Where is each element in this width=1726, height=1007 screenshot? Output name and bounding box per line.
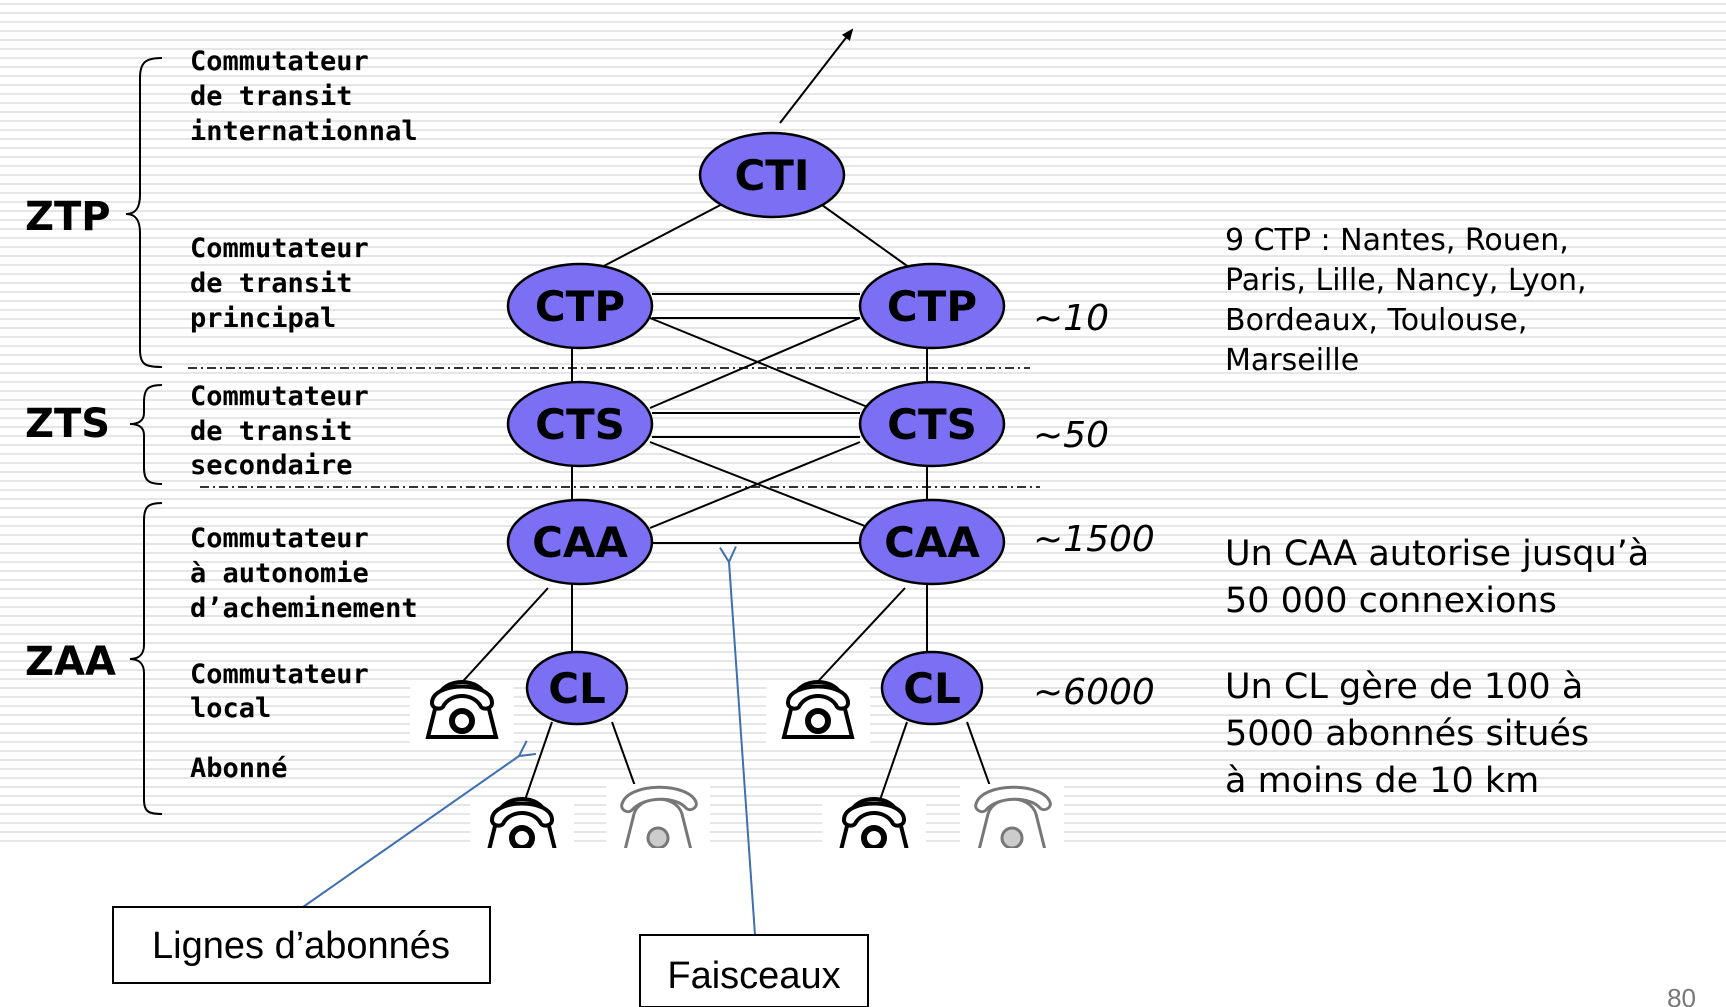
svg-text:CL: CL (903, 664, 961, 713)
svg-text:50 000 connexions: 50 000 connexions (1225, 581, 1557, 621)
zone-label-zaa: ZAA (25, 639, 116, 685)
callout-arrow-faisceaux (729, 562, 756, 936)
svg-text:Bordeaux, Toulouse,: Bordeaux, Toulouse, (1225, 303, 1527, 338)
zone-label-zts: ZTS (25, 401, 110, 447)
count-cts: ~50 (1033, 415, 1109, 456)
count-ctp: ~10 (1033, 298, 1109, 339)
count-cl: ~6000 (1033, 672, 1155, 713)
phone-icon-off-hook (960, 784, 1064, 856)
svg-text:5000 abonnés situés: 5000 abonnés situés (1225, 714, 1589, 754)
level-label-cti: Commutateur de transit internationnal (190, 46, 418, 147)
zone-brace-zts (129, 384, 163, 485)
svg-text:CTP: CTP (887, 282, 977, 331)
node-cts-left: CTS (506, 380, 654, 468)
svg-text:de transit: de transit (190, 81, 353, 112)
svg-text:CL: CL (548, 664, 606, 713)
svg-text:de transit: de transit (190, 268, 353, 299)
svg-text:Un CAA autorise jusqu’à: Un CAA autorise jusqu’à (1225, 534, 1649, 574)
level-label-ctp: Commutateur de transit principal (190, 233, 369, 334)
svg-text:à moins de 10 km: à moins de 10 km (1225, 761, 1539, 801)
callout-faisceaux: Faisceaux (639, 934, 869, 1007)
svg-text:CTP: CTP (535, 282, 625, 331)
node-ctp-left: CTP (506, 262, 654, 350)
svg-text:Un CL gère de 100 à: Un CL gère de 100 à (1225, 667, 1583, 707)
phone-icon (766, 680, 870, 745)
callout-arrow-lignes (302, 756, 519, 908)
svg-text:CAA: CAA (884, 518, 980, 567)
trunk-links (454, 28, 996, 801)
node-cl-left: CL (525, 650, 629, 726)
callout-lignes-abonnes: Lignes d’abonnés (112, 906, 491, 984)
svg-text:Commutateur: Commutateur (190, 659, 369, 690)
zone-brace-ztp (125, 57, 163, 368)
node-ctp-right: CTP (858, 262, 1006, 350)
node-cti: CTI (698, 131, 846, 219)
svg-text:Commutateur: Commutateur (190, 233, 369, 264)
svg-text:9 CTP : Nantes, Rouen,: 9 CTP : Nantes, Rouen, (1225, 223, 1569, 258)
level-label-cts: Commutateur de transit secondaire (190, 381, 369, 481)
svg-text:Commutateur: Commutateur (190, 523, 369, 554)
note-caa-capacity: Un CAA autorise jusqu’à 50 000 connexion… (1225, 534, 1649, 621)
level-label-cl: Commutateur local (190, 659, 369, 724)
phone-icon (410, 680, 514, 745)
zone-brace-zaa (129, 502, 163, 815)
node-caa-left: CAA (506, 498, 654, 586)
svg-text:CTS: CTS (535, 400, 625, 449)
phone-icon (470, 797, 574, 856)
svg-text:Lignes d’abonnés: Lignes d’abonnés (152, 925, 450, 967)
node-caa-right: CAA (858, 498, 1006, 586)
svg-text:Commutateur: Commutateur (190, 46, 369, 77)
svg-text:Faisceaux: Faisceaux (667, 955, 840, 997)
svg-text:local: local (190, 693, 271, 724)
node-cts-right: CTS (858, 380, 1006, 468)
svg-text:à autonomie: à autonomie (190, 558, 369, 589)
svg-text:Paris, Lille, Nancy, Lyon,: Paris, Lille, Nancy, Lyon, (1225, 263, 1587, 298)
level-label-abonne: Abonné (190, 753, 288, 784)
note-cl-subscribers: Un CL gère de 100 à 5000 abonnés situés … (1225, 667, 1589, 801)
count-caa: ~1500 (1033, 519, 1155, 560)
svg-text:principal: principal (190, 303, 336, 334)
phone-icon (822, 797, 926, 856)
page-number: 80 (1667, 983, 1696, 1007)
svg-text:CTS: CTS (887, 400, 977, 449)
svg-text:de transit: de transit (190, 416, 353, 447)
node-cl-right: CL (880, 650, 984, 726)
svg-text:internationnal: internationnal (190, 116, 418, 147)
zone-label-ztp: ZTP (25, 194, 111, 240)
svg-text:d’acheminement: d’acheminement (190, 593, 418, 624)
international-link (779, 28, 854, 124)
svg-text:Marseille: Marseille (1225, 343, 1359, 378)
note-ctp-cities: 9 CTP : Nantes, Rouen, Paris, Lille, Nan… (1225, 223, 1587, 378)
level-label-caa: Commutateur à autonomie d’acheminement (190, 523, 418, 624)
phone-icon-off-hook (606, 784, 710, 856)
svg-text:CAA: CAA (532, 518, 628, 567)
svg-text:CTI: CTI (734, 151, 809, 200)
svg-text:secondaire: secondaire (190, 450, 353, 481)
svg-text:Commutateur: Commutateur (190, 381, 369, 412)
